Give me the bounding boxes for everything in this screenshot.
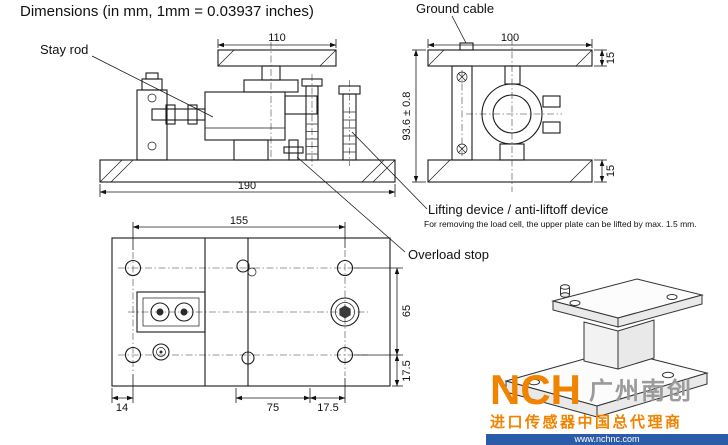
dim-side-top-width: 100 bbox=[501, 32, 519, 44]
nch-logo: NCH bbox=[490, 366, 581, 414]
front-view-dimensions: 110 190 bbox=[99, 32, 396, 197]
dim-front-base-width: 190 bbox=[238, 180, 256, 192]
plan-view bbox=[111, 237, 391, 387]
dim-plan-center-span: 75 bbox=[267, 402, 279, 414]
callout-overload-stop: Overload stop bbox=[408, 247, 489, 262]
callout-lifting-device: Lifting device / anti-liftoff device bbox=[428, 202, 609, 217]
watermark: NCH 广州南创 进口传感器中国总代理商 www.nchnc.com bbox=[486, 366, 728, 445]
dim-plan-width: 155 bbox=[230, 215, 248, 227]
dim-plan-height: 65 bbox=[401, 305, 413, 317]
isometric-view bbox=[504, 278, 709, 418]
callout-lifting-device-note: For removing the load cell, the upper pl… bbox=[424, 219, 697, 229]
dim-side-top-thickness: 15 bbox=[605, 52, 617, 64]
dim-plan-edge-offset-bottom: 17.5 bbox=[317, 402, 338, 414]
watermark-url: www.nchnc.com bbox=[574, 434, 640, 444]
front-view bbox=[99, 42, 396, 183]
page-title: Dimensions (in mm, 1mm = 0.03937 inches) bbox=[20, 3, 314, 20]
dim-side-base-thickness: 15 bbox=[605, 165, 617, 177]
stay-rod-leader bbox=[91, 55, 214, 118]
overload-stop-leader bbox=[296, 156, 406, 253]
callout-stay-rod: Stay rod bbox=[40, 42, 89, 57]
dim-plan-edge-offset-left: 14 bbox=[116, 402, 128, 414]
end-view bbox=[427, 38, 593, 192]
watermark-url-bar: www.nchnc.com bbox=[486, 434, 728, 445]
lifting-device-leader bbox=[351, 131, 428, 210]
plan-view-dimensions: 155 65 17.5 14 75 17.5 bbox=[111, 215, 413, 414]
callout-ground-cable: Ground cable bbox=[416, 1, 495, 16]
watermark-company: 广州南创 bbox=[589, 378, 693, 405]
ground-cable-leader bbox=[451, 15, 467, 44]
dim-front-top-width: 110 bbox=[268, 32, 286, 44]
leader-lines bbox=[91, 15, 467, 253]
watermark-row: NCH 广州南创 bbox=[486, 366, 728, 414]
end-view-dimensions: 100 15 93.6 ± 0.8 15 bbox=[401, 32, 617, 183]
dim-side-overall-height: 93.6 ± 0.8 bbox=[401, 92, 413, 141]
dim-plan-edge-offset-vertical: 17.5 bbox=[401, 360, 413, 381]
watermark-tagline: 进口传感器中国总代理商 bbox=[490, 414, 683, 431]
